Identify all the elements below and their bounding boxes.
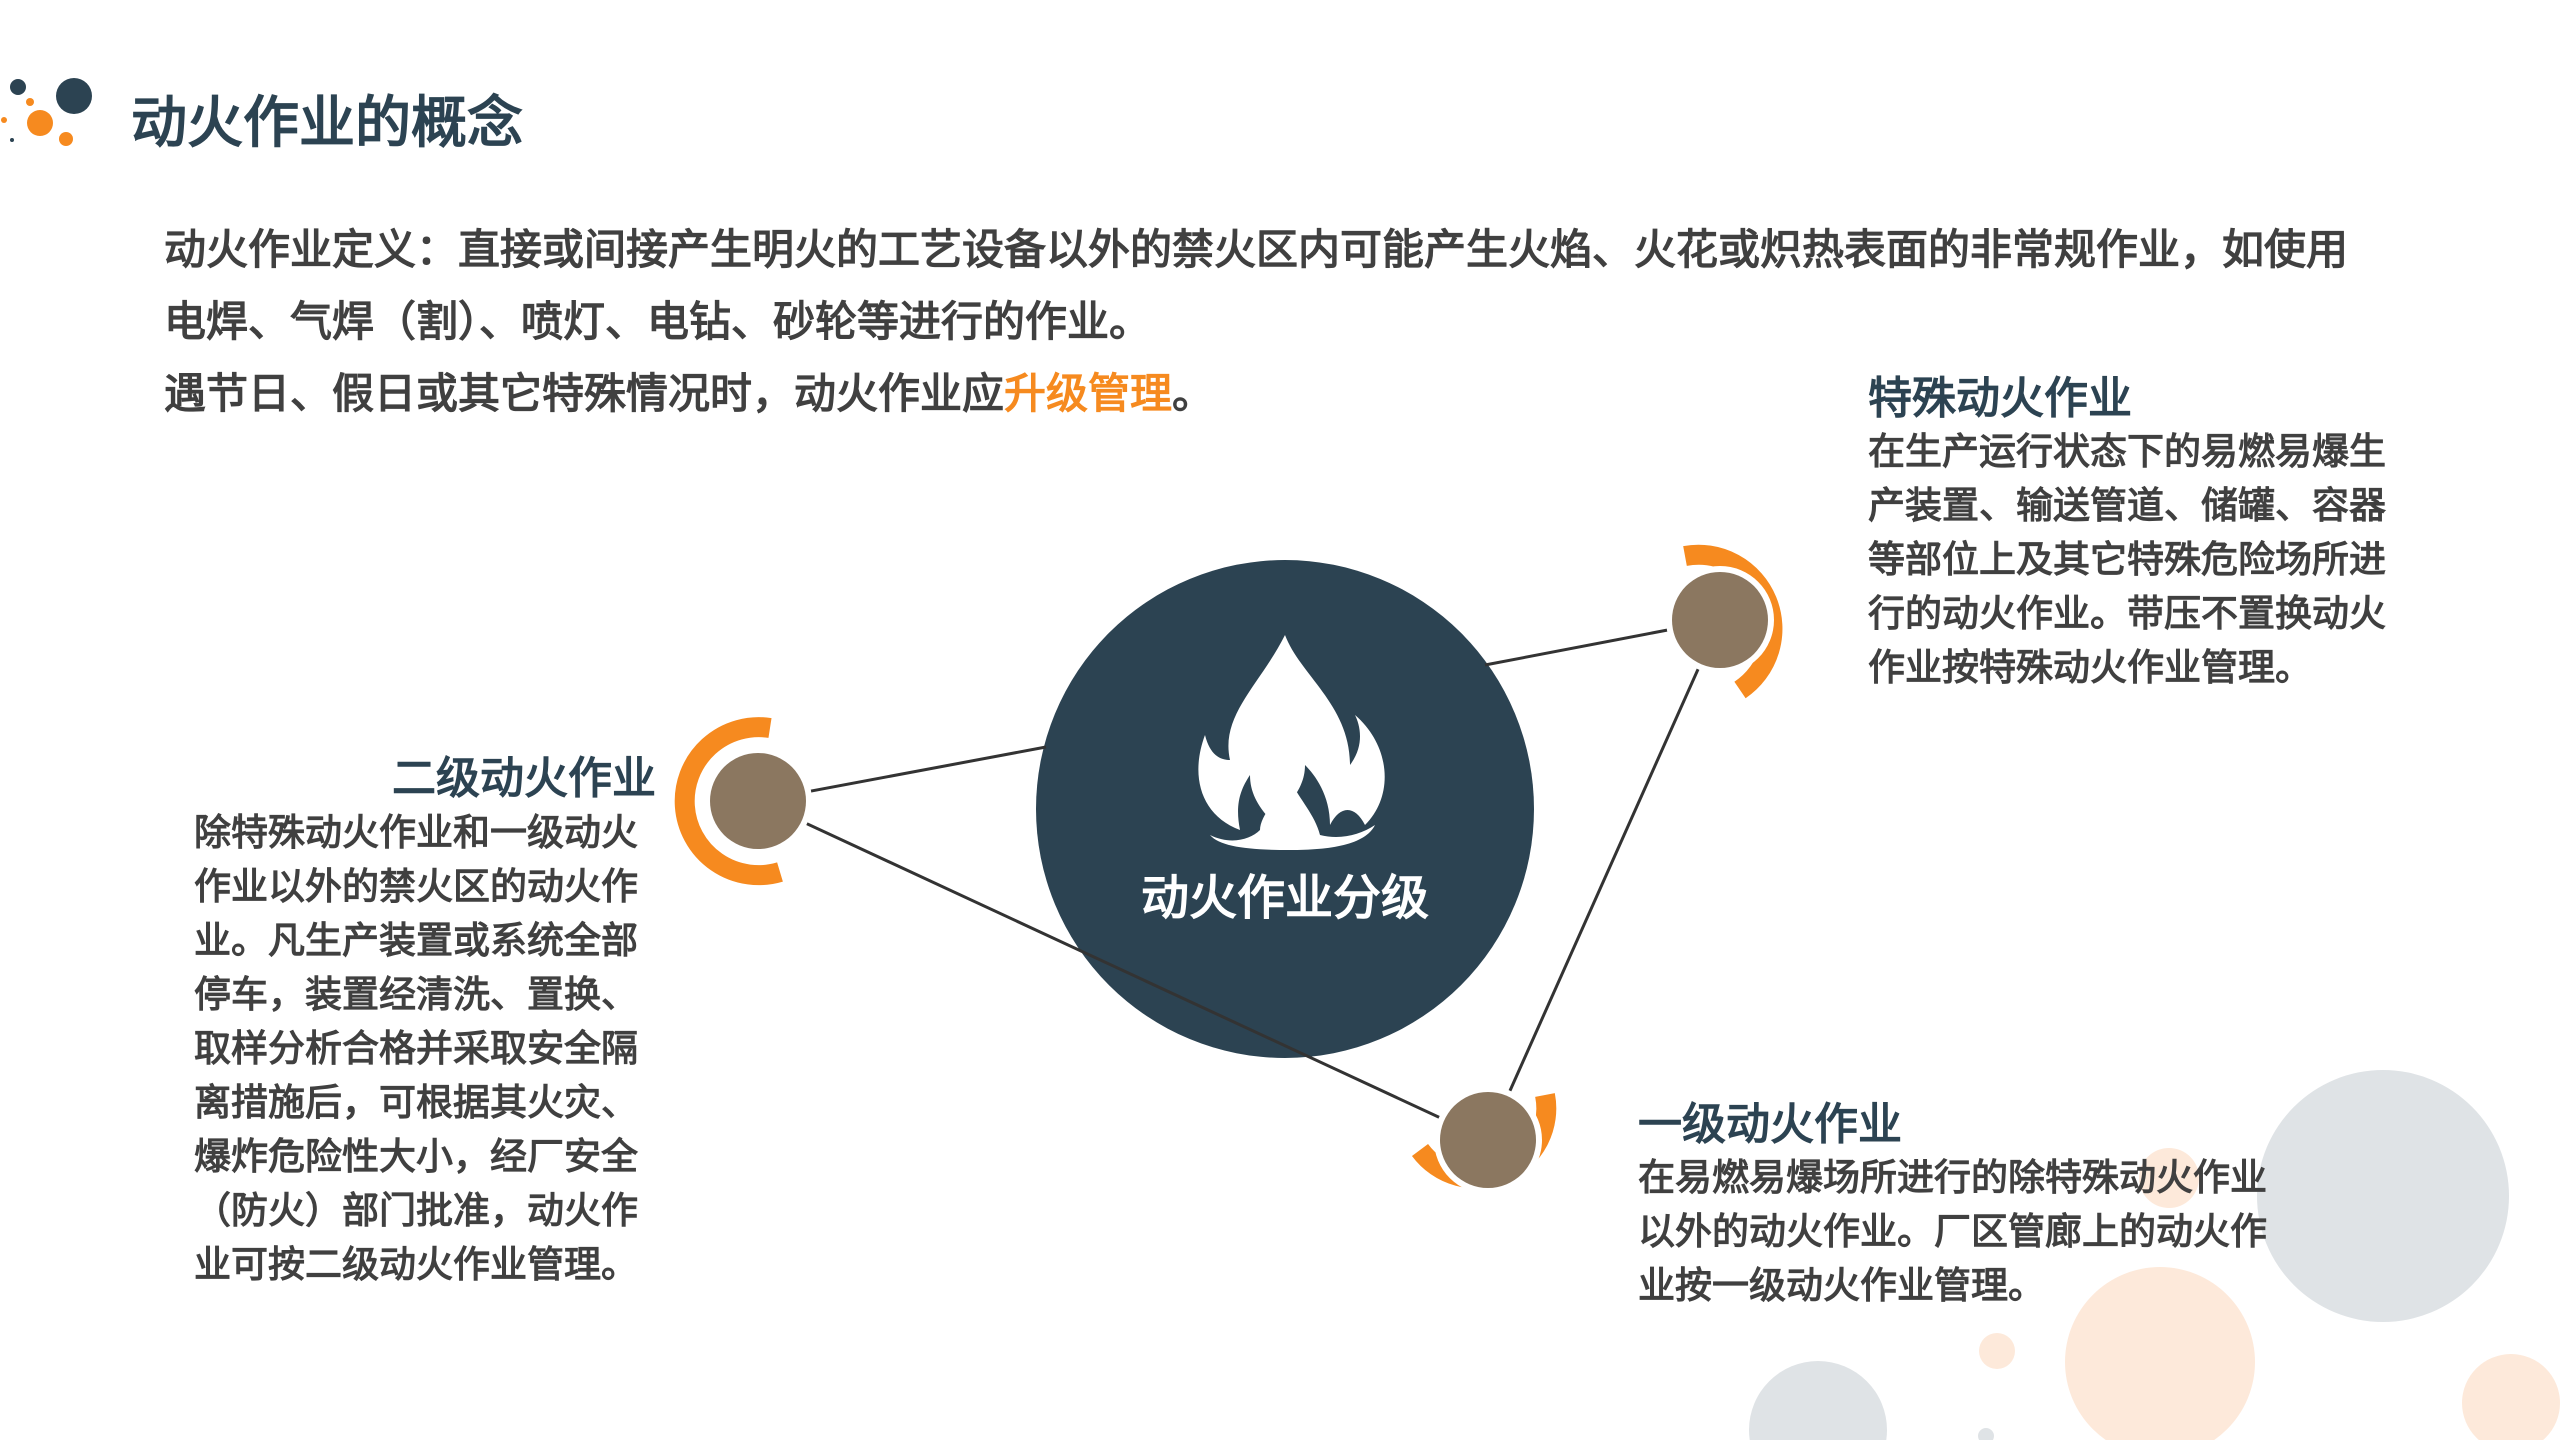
- level2-title: 二级动火作业: [392, 753, 656, 804]
- definition-line-3-end: 。: [1172, 369, 1215, 418]
- special-body: 在生产运行状态下的易燃易爆生产装置、输送管道、储罐、容器等部位上及其它特殊危险场…: [1868, 430, 2386, 689]
- logo-dots-icon: [1, 78, 92, 146]
- node-level1: [1411, 1086, 1557, 1194]
- node-level2: [674, 717, 812, 886]
- fire-icon: [1198, 635, 1385, 850]
- definition-line-1: 动火作业定义：直接或间接产生明火的工艺设备以外的禁火区内可能产生火焰、火花或炽热…: [164, 225, 2349, 274]
- node-special: [1666, 544, 1783, 699]
- definition-line-3-text: 遇节日、假日或其它特殊情况时，动火作业应: [164, 369, 1005, 418]
- upgrade-management-highlight: 升级管理: [1004, 369, 1173, 418]
- special-title: 特殊动火作业: [1868, 373, 2132, 424]
- definition-line-3: 遇节日、假日或其它特殊情况时，动火作业应升级管理。: [164, 358, 2464, 430]
- level2-body: 除特殊动火作业和一级动火作业以外的禁火区的动火作业。凡生产装置或系统全部停车，装…: [194, 811, 638, 1286]
- definition-text: 动火作业定义：直接或间接产生明火的工艺设备以外的禁火区内可能产生火焰、火花或炽热…: [164, 214, 2464, 430]
- center-label: 动火作业分级: [1140, 870, 1429, 926]
- level1-title: 一级动火作业: [1638, 1099, 1902, 1150]
- definition-line-2: 电焊、气焊（割）、喷灯、电钻、砂轮等进行的作业。: [164, 297, 1152, 346]
- level1-body: 在易燃易爆场所进行的除特殊动火作业以外的动火作业。厂区管廊上的动火作业按一级动火…: [1638, 1156, 2267, 1307]
- page-title: 动火作业的概念: [131, 91, 523, 156]
